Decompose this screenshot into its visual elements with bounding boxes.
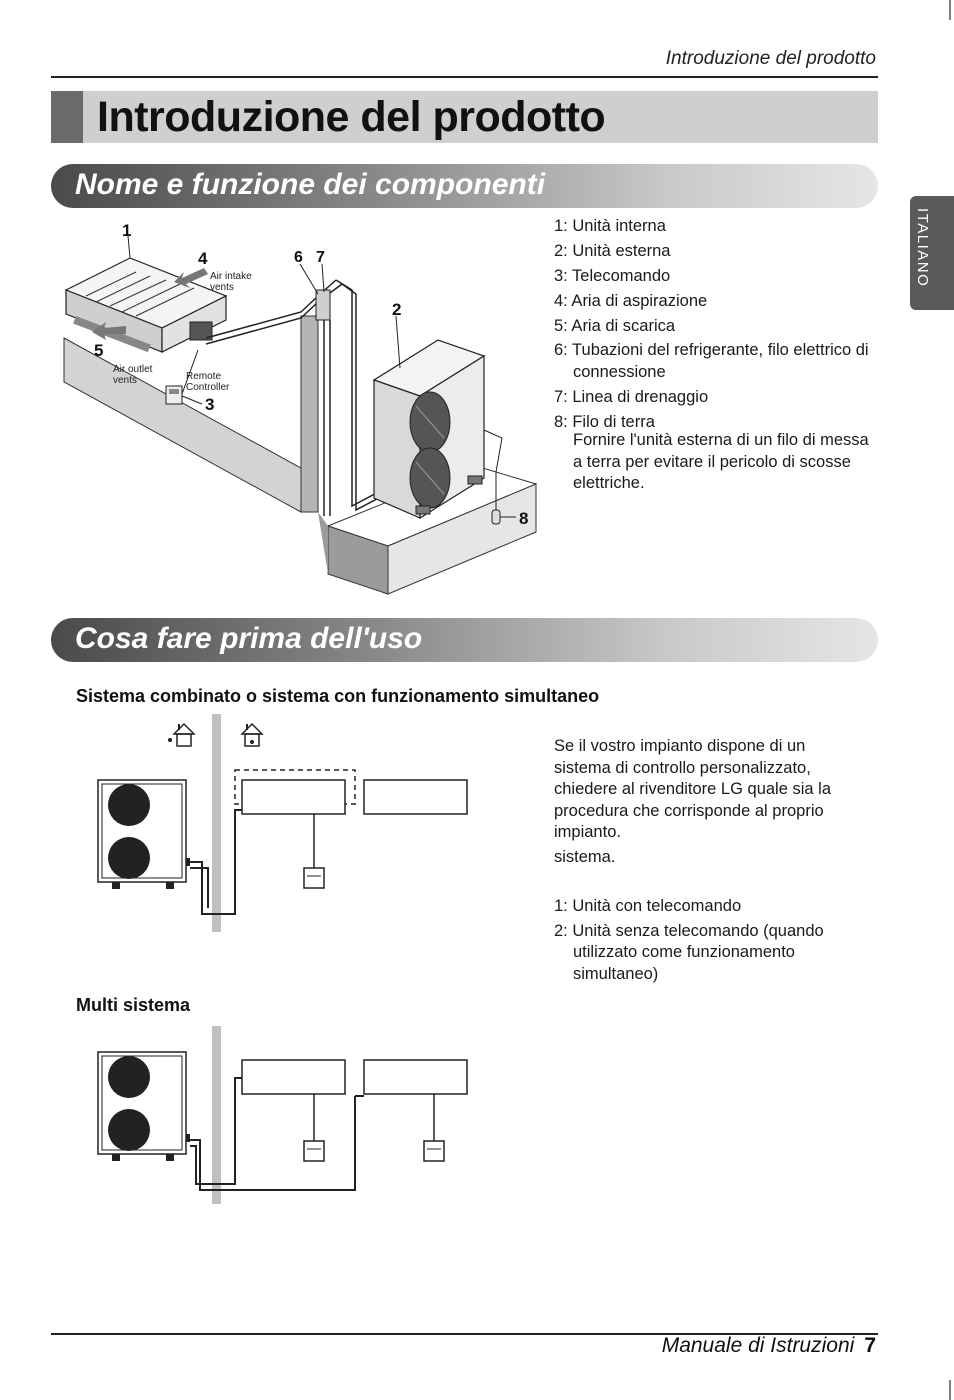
fig-label-1: 1 — [122, 221, 131, 240]
fig-label-6: 6 — [294, 249, 303, 266]
installation-illustration: 1 2 3 4 5 6 7 8 Air intake vents Air out… — [63, 221, 538, 595]
fig-label-air-intake-1: Air intake — [210, 271, 252, 282]
subheading-multi: Multi sistema — [76, 995, 191, 1015]
combined-system-diagram — [97, 714, 468, 932]
house-icon — [240, 722, 264, 747]
subheading-combined: Sistema combinato o sistema con funziona… — [76, 686, 600, 706]
unit-type-item: 2: Unità senza telecomando (quando utili… — [554, 921, 824, 983]
section-title-before-use: Cosa fare prima dell'uso — [75, 622, 423, 655]
component-item: 3: Telecomando — [554, 266, 671, 285]
component-8-note: Fornire l'unità esterna di un filo di me… — [573, 431, 869, 493]
custom-system-paragraph: Se il vostro impianto dispone di un sist… — [554, 737, 831, 841]
house-icon — [168, 722, 196, 747]
fig-label-4: 4 — [198, 249, 208, 268]
multi-system-diagram — [97, 1026, 468, 1204]
component-item: 4: Aria di aspirazione — [554, 291, 708, 310]
component-list: 1: Unità interna 2: Unità esterna 3: Tel… — [554, 216, 874, 495]
language-tab: ITALIANO — [910, 196, 954, 310]
fig-label-remote-2: Controller — [186, 382, 230, 393]
fig-label-5: 5 — [94, 341, 103, 360]
language-tab-label: ITALIANO — [914, 208, 931, 288]
section-bar-components: Nome e funzione dei componenti — [51, 164, 878, 208]
page-number: 7 — [864, 1334, 876, 1357]
running-header: Introduzione del prodotto — [665, 48, 876, 69]
fig-label-2: 2 — [392, 300, 401, 319]
component-item: 6: Tubazioni del refrigerante, filo elet… — [554, 341, 869, 381]
component-item: 1: Unità interna — [554, 217, 666, 235]
unit-type-item: 1: Unità con telecomando — [554, 897, 742, 915]
fig-label-air-outlet-1: Air outlet — [113, 364, 153, 375]
custom-system-paragraph-tail: sistema. — [554, 848, 616, 866]
section-title-components: Nome e funzione dei componenti — [75, 168, 546, 201]
page-title-bar: Introduzione del prodotto — [51, 91, 878, 143]
component-item: 7: Linea di drenaggio — [554, 387, 709, 406]
component-item: 2: Unità esterna — [554, 241, 671, 260]
fig-label-3: 3 — [205, 395, 214, 414]
title-marker — [51, 91, 83, 143]
component-item: 8: Filo di terra — [554, 412, 655, 431]
section-bar-before-use: Cosa fare prima dell'uso — [51, 618, 878, 662]
component-item: 5: Aria di scarica — [554, 316, 676, 335]
fig-label-8: 8 — [519, 509, 528, 528]
unit-type-list: 1: Unità con telecomando 2: Unità senza … — [554, 896, 854, 985]
fig-label-7: 7 — [316, 249, 325, 266]
fig-label-remote-1: Remote — [186, 371, 221, 382]
fig-label-air-outlet-2: vents — [113, 375, 137, 386]
manual-title: Manuale di Istruzioni — [661, 1334, 855, 1357]
page-title: Introduzione del prodotto — [97, 93, 606, 141]
fig-label-air-intake-2: vents — [210, 282, 234, 293]
footer-rule — [51, 1333, 878, 1335]
header-rule — [51, 76, 878, 78]
page-footer: Manuale di Istruzioni 7 — [662, 1334, 876, 1358]
